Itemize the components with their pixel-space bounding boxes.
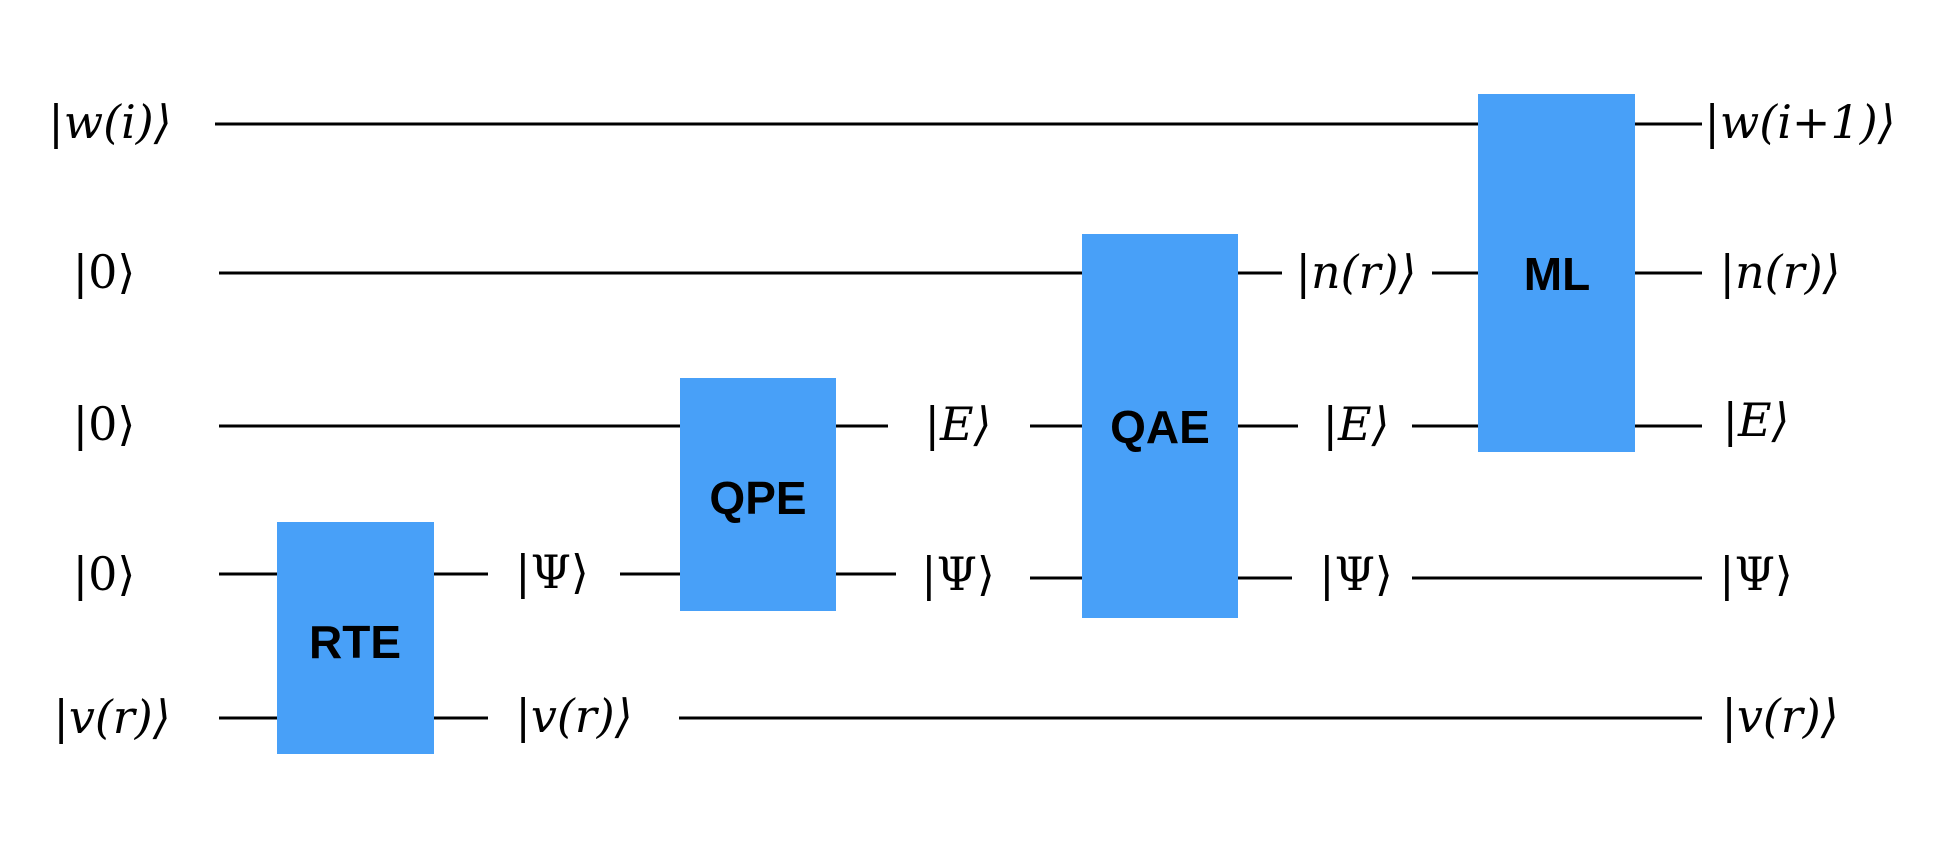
- gate-qpe-label: QPE: [709, 472, 806, 524]
- output-ket-e: |E⟩: [1722, 393, 1789, 447]
- gate-rte-box: [277, 522, 434, 754]
- gate-ml: ML: [1478, 94, 1635, 452]
- output-ket-w: |w(i+1)⟩: [1704, 95, 1895, 149]
- ket-n-after-qae: |n(r)⟩: [1296, 245, 1417, 299]
- input-ket-0-b: |0⟩: [73, 397, 136, 451]
- gate-qpe: QPE: [680, 378, 836, 611]
- output-ket-n: |n(r)⟩: [1720, 245, 1841, 299]
- gate-qpe-box: [680, 378, 836, 611]
- input-ket-0-c: |0⟩: [73, 547, 136, 601]
- gate-qae-label: QAE: [1110, 401, 1210, 453]
- intermediate-labels: |Ψ⟩ |v(r)⟩ |E⟩ |Ψ⟩ |n(r)⟩ |E⟩ |Ψ⟩: [515, 245, 1416, 743]
- gate-qae: QAE: [1082, 234, 1238, 618]
- input-ket-0-a: |0⟩: [73, 245, 136, 299]
- gate-ml-box: [1478, 94, 1635, 452]
- wires: [215, 122, 1702, 720]
- ket-psi-after-rte: |Ψ⟩: [515, 545, 589, 599]
- ket-e-after-qpe: |E⟩: [924, 397, 991, 451]
- input-ket-w: |w(i)⟩: [48, 95, 171, 149]
- output-ket-psi: |Ψ⟩: [1719, 547, 1793, 601]
- ket-e-after-qae: |E⟩: [1322, 397, 1389, 451]
- output-labels: |w(i+1)⟩ |n(r)⟩ |E⟩ |Ψ⟩ |v(r)⟩: [1704, 95, 1895, 743]
- output-ket-v: |v(r)⟩: [1721, 689, 1838, 743]
- gate-qae-box: [1082, 234, 1238, 618]
- ket-v-after-rte: |v(r)⟩: [515, 689, 632, 743]
- input-ket-v: |v(r)⟩: [53, 690, 170, 744]
- gate-rte: RTE: [277, 522, 434, 754]
- gate-rte-label: RTE: [309, 616, 401, 668]
- ket-psi-after-qae: |Ψ⟩: [1319, 547, 1393, 601]
- input-labels: |w(i)⟩ |0⟩ |0⟩ |0⟩ |v(r)⟩: [48, 95, 171, 744]
- ket-psi-after-qpe: |Ψ⟩: [921, 547, 995, 601]
- gate-ml-label: ML: [1524, 248, 1590, 300]
